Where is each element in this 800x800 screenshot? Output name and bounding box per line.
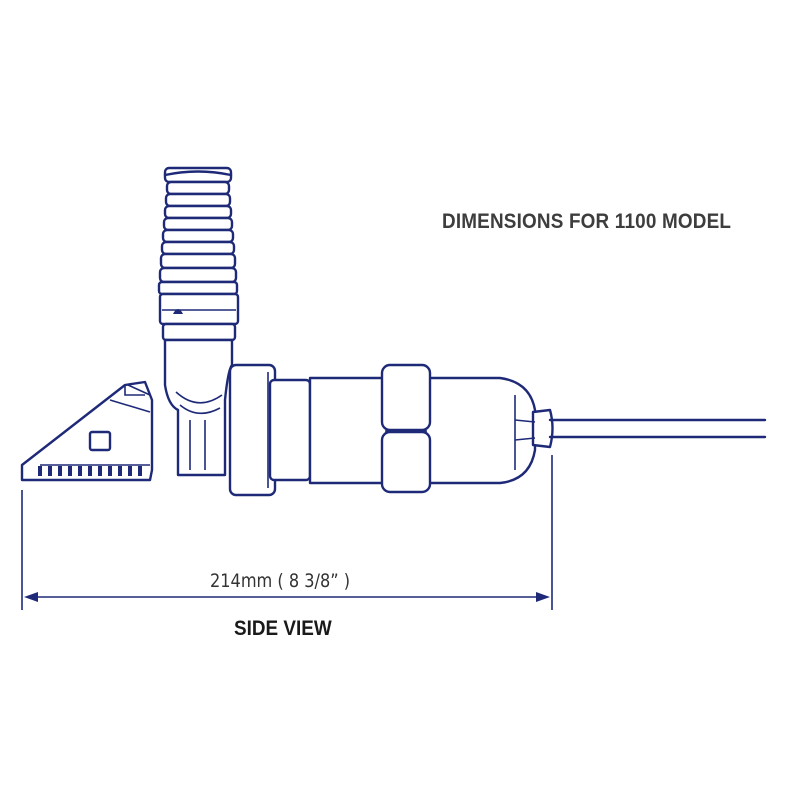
- strainer-slots: [38, 466, 142, 476]
- length-dimension-label: 214mm ( 8 3/8” ): [210, 570, 351, 592]
- inlet-strainer-base: [20, 380, 154, 482]
- pump-coupling: [228, 363, 312, 497]
- outlet-collar: [158, 292, 240, 342]
- view-label: SIDE VIEW: [234, 617, 332, 640]
- outlet-hose-barb: [157, 166, 239, 296]
- pump-elbow-housing: [163, 338, 234, 477]
- page-title: DIMENSIONS FOR 1100 MODEL: [442, 210, 732, 233]
- length-dimension-line: [21, 455, 553, 610]
- power-cable: [514, 408, 767, 449]
- dimension-arrow-left: [24, 592, 38, 602]
- motor-lock-ring: [380, 363, 432, 494]
- dimension-arrow-right: [536, 592, 550, 602]
